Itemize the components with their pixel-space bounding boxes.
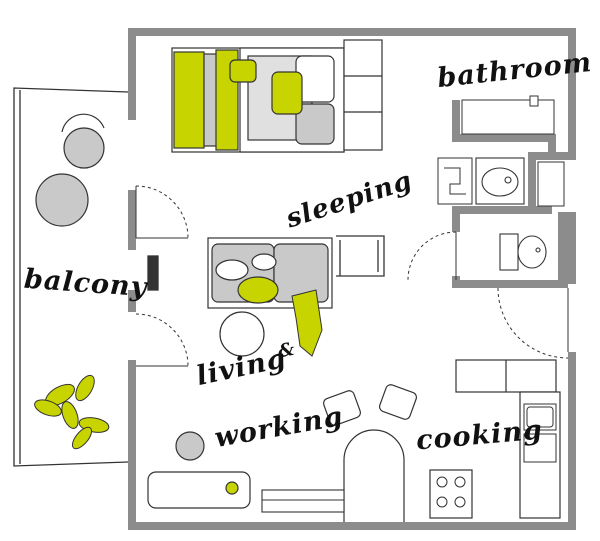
washbasin — [475, 157, 525, 205]
outer-walls — [128, 28, 576, 530]
wardrobe — [343, 39, 383, 151]
bathroom-walls — [452, 100, 568, 288]
bathroom-door-swing — [407, 231, 457, 281]
floor-rug — [291, 289, 323, 357]
washing-machine — [437, 157, 473, 205]
balcony-chair — [61, 113, 105, 169]
balcony-table — [35, 173, 89, 227]
cabinet-small — [537, 161, 565, 207]
dining-chairs — [322, 384, 418, 426]
kitchen-sink — [523, 403, 557, 463]
entrance-door-swing — [497, 287, 569, 359]
balcony-door-swings — [135, 185, 189, 367]
stove — [436, 476, 466, 508]
dining-table — [343, 429, 405, 522]
toilet — [499, 233, 547, 271]
pouf — [219, 311, 265, 357]
label-ampersand: & — [276, 338, 297, 363]
shower — [461, 95, 555, 135]
bed — [171, 47, 345, 153]
sofa — [207, 237, 333, 309]
bench — [261, 489, 345, 513]
balcony-plant — [34, 374, 110, 450]
desk — [147, 431, 251, 509]
balcony-area — [13, 87, 159, 467]
room-divider — [336, 235, 385, 277]
